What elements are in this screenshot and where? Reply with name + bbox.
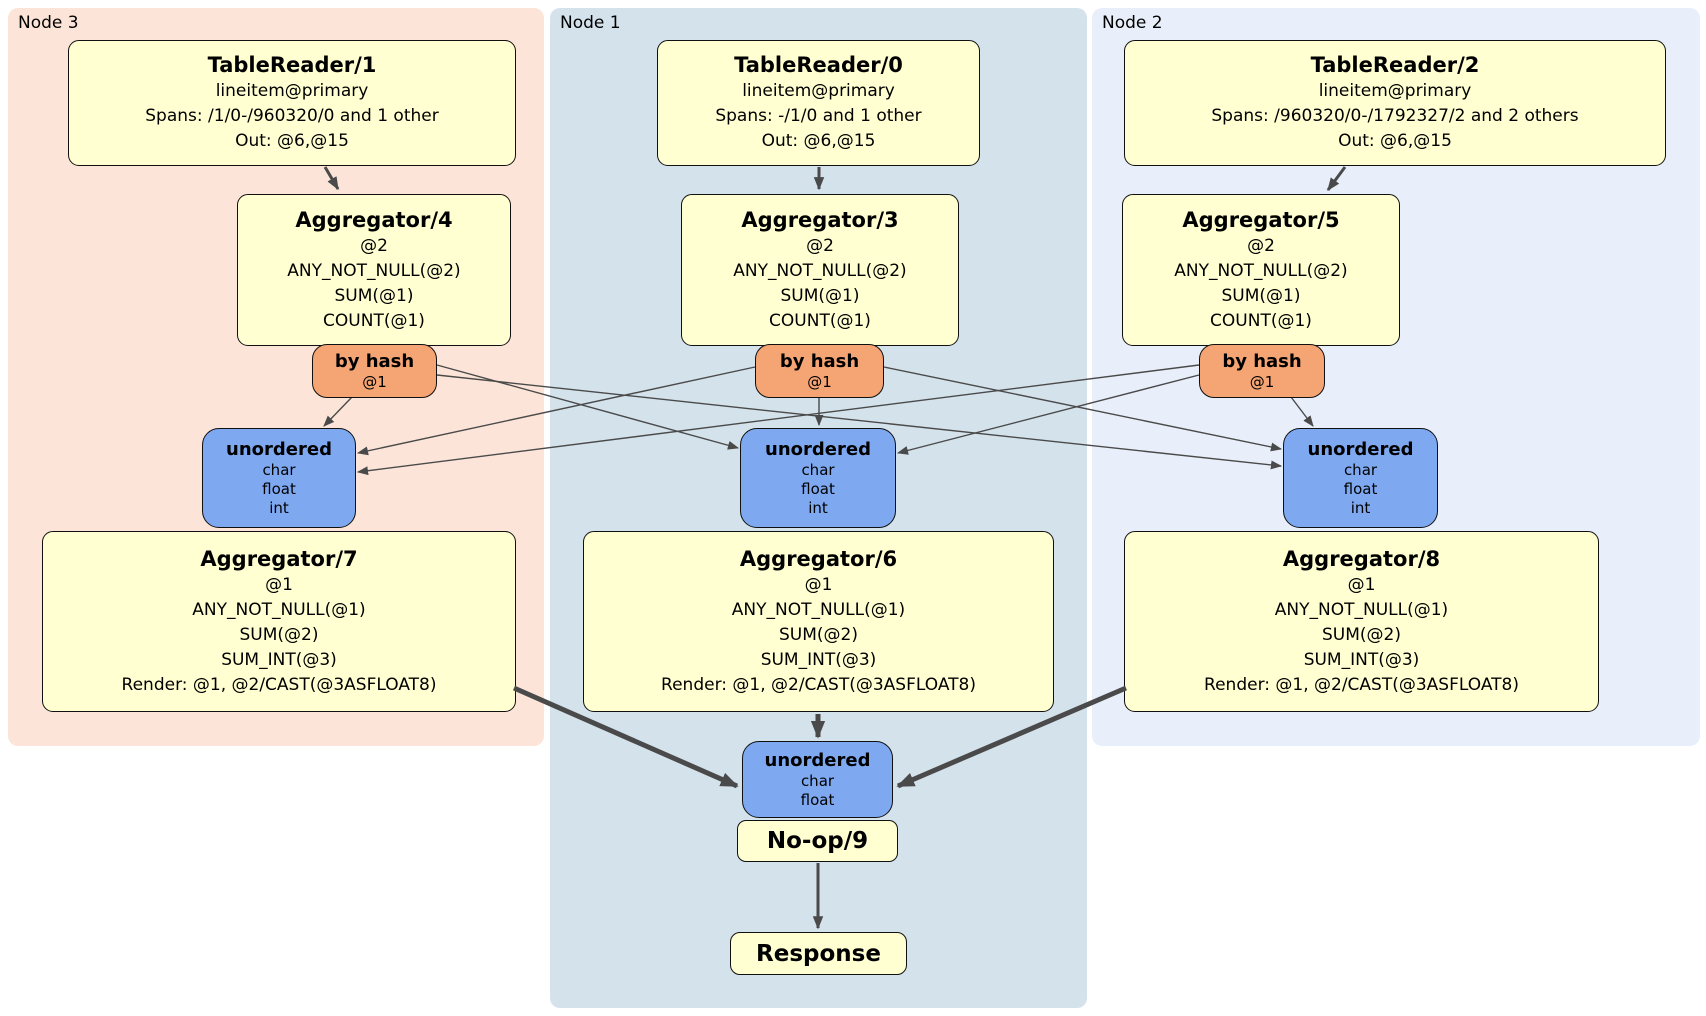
byhash-router-node1-key: @1 <box>807 373 832 391</box>
unordered-sync-final-col1: char <box>800 772 835 790</box>
aggregator-6-fn2: SUM(@2) <box>779 624 858 645</box>
tablereader-2-out: Out: @6,@15 <box>1338 131 1452 151</box>
byhash-router-node2: by hash @1 <box>1199 344 1325 398</box>
noop-9-box: No-op/9 <box>737 820 898 862</box>
unordered-sync-final-title: unordered <box>764 750 871 771</box>
aggregator-4-fn2: SUM(@1) <box>334 285 414 306</box>
tablereader-0-box: TableReader/0 lineitem@primary Spans: -/… <box>657 40 980 166</box>
aggregator-7-render: Render: @1, @2/CAST(@3ASFLOAT8) <box>121 674 437 695</box>
aggregator-5-title: Aggregator/5 <box>1182 207 1340 232</box>
aggregator-7-fn2: SUM(@2) <box>239 624 319 645</box>
aggregator-7-fn3: SUM_INT(@3) <box>221 649 337 670</box>
response-box: Response <box>730 932 907 975</box>
aggregator-8-box: Aggregator/8 @1 ANY_NOT_NULL(@1) SUM(@2)… <box>1124 531 1599 712</box>
tablereader-1-title: TableReader/1 <box>207 53 377 77</box>
byhash-router-node2-title: by hash <box>1222 351 1302 372</box>
aggregator-3-fn3: COUNT(@1) <box>769 310 871 331</box>
unordered-sync-final: unordered char float <box>742 741 893 818</box>
aggregator-8-title: Aggregator/8 <box>1282 546 1441 571</box>
tablereader-0-spans: Spans: -/1/0 and 1 other <box>715 106 922 126</box>
aggregator-4-fn1: ANY_NOT_NULL(@2) <box>287 260 461 281</box>
unordered-sync-node2-col1: char <box>1343 461 1378 479</box>
unordered-sync-node1-title: unordered <box>765 439 871 460</box>
noop-9-title: No-op/9 <box>766 828 869 854</box>
tablereader-1-box: TableReader/1 lineitem@primary Spans: /1… <box>68 40 516 166</box>
aggregator-5-fn1: ANY_NOT_NULL(@2) <box>1174 260 1348 281</box>
tablereader-1-out: Out: @6,@15 <box>235 131 349 151</box>
node3-label: Node 3 <box>18 13 79 33</box>
aggregator-5-box: Aggregator/5 @2 ANY_NOT_NULL(@2) SUM(@1)… <box>1122 194 1400 346</box>
aggregator-8-groupcols: @1 <box>1347 574 1376 595</box>
aggregator-7-groupcols: @1 <box>265 574 293 595</box>
tablereader-1-spans: Spans: /1/0-/960320/0 and 1 other <box>145 106 439 126</box>
tablereader-2-box: TableReader/2 lineitem@primary Spans: /9… <box>1124 40 1666 166</box>
aggregator-6-box: Aggregator/6 @1 ANY_NOT_NULL(@1) SUM(@2)… <box>583 531 1054 712</box>
byhash-router-node3-key: @1 <box>362 373 387 391</box>
tablereader-0-index: lineitem@primary <box>742 81 895 101</box>
unordered-sync-node1-col2: float <box>801 480 835 498</box>
node2-label: Node 2 <box>1102 13 1163 33</box>
aggregator-5-fn2: SUM(@1) <box>1221 285 1301 306</box>
aggregator-4-fn3: COUNT(@1) <box>323 310 425 331</box>
aggregator-7-fn1: ANY_NOT_NULL(@1) <box>192 599 366 620</box>
aggregator-6-fn1: ANY_NOT_NULL(@1) <box>731 599 906 620</box>
aggregator-3-box: Aggregator/3 @2 ANY_NOT_NULL(@2) SUM(@1)… <box>681 194 959 346</box>
tablereader-0-title: TableReader/0 <box>734 53 903 77</box>
unordered-sync-node2: unordered char float int <box>1283 428 1438 528</box>
unordered-sync-node3-title: unordered <box>226 439 332 460</box>
aggregator-8-fn1: ANY_NOT_NULL(@1) <box>1274 599 1449 620</box>
aggregator-3-fn1: ANY_NOT_NULL(@2) <box>733 260 907 281</box>
node1-label: Node 1 <box>560 13 621 33</box>
aggregator-6-groupcols: @1 <box>804 574 833 595</box>
unordered-sync-node3-col1: char <box>262 461 296 479</box>
unordered-sync-final-col2: float <box>800 791 835 809</box>
tablereader-2-spans: Spans: /960320/0-/1792327/2 and 2 others <box>1211 106 1579 126</box>
aggregator-8-fn3: SUM_INT(@3) <box>1303 649 1420 670</box>
unordered-sync-node1-col3: int <box>808 499 828 517</box>
byhash-router-node3-title: by hash <box>334 351 415 372</box>
byhash-router-node1: by hash @1 <box>755 344 884 398</box>
aggregator-6-fn3: SUM_INT(@3) <box>760 649 877 670</box>
byhash-router-node3: by hash @1 <box>312 344 437 398</box>
unordered-sync-node1: unordered char float int <box>740 428 896 528</box>
tablereader-2-index: lineitem@primary <box>1318 81 1472 101</box>
aggregator-5-fn3: COUNT(@1) <box>1210 310 1312 331</box>
tablereader-1-index: lineitem@primary <box>215 81 369 101</box>
aggregator-8-render: Render: @1, @2/CAST(@3ASFLOAT8) <box>1204 674 1519 695</box>
unordered-sync-node3-col2: float <box>262 480 296 498</box>
aggregator-3-fn2: SUM(@1) <box>780 285 860 306</box>
byhash-router-node1-title: by hash <box>779 351 860 372</box>
aggregator-8-fn2: SUM(@2) <box>1322 624 1401 645</box>
aggregator-5-groupcols: @2 <box>1247 235 1275 256</box>
aggregator-6-title: Aggregator/6 <box>739 546 898 571</box>
aggregator-7-title: Aggregator/7 <box>200 546 358 571</box>
aggregator-4-groupcols: @2 <box>360 235 388 256</box>
aggregator-3-title: Aggregator/3 <box>741 207 899 232</box>
tablereader-2-title: TableReader/2 <box>1310 53 1480 77</box>
response-title: Response <box>756 940 881 967</box>
tablereader-0-out: Out: @6,@15 <box>761 131 876 151</box>
unordered-sync-node2-col3: int <box>1350 499 1371 517</box>
byhash-router-node2-key: @1 <box>1249 373 1275 391</box>
unordered-sync-node2-title: unordered <box>1307 439 1414 460</box>
aggregator-4-box: Aggregator/4 @2 ANY_NOT_NULL(@2) SUM(@1)… <box>237 194 511 346</box>
aggregator-7-box: Aggregator/7 @1 ANY_NOT_NULL(@1) SUM(@2)… <box>42 531 516 712</box>
unordered-sync-node2-col2: float <box>1343 480 1378 498</box>
unordered-sync-node3-col3: int <box>269 499 289 517</box>
unordered-sync-node1-col1: char <box>801 461 835 479</box>
aggregator-6-render: Render: @1, @2/CAST(@3ASFLOAT8) <box>661 674 976 695</box>
aggregator-4-title: Aggregator/4 <box>295 207 453 232</box>
aggregator-3-groupcols: @2 <box>806 235 834 256</box>
unordered-sync-node3: unordered char float int <box>202 428 356 528</box>
